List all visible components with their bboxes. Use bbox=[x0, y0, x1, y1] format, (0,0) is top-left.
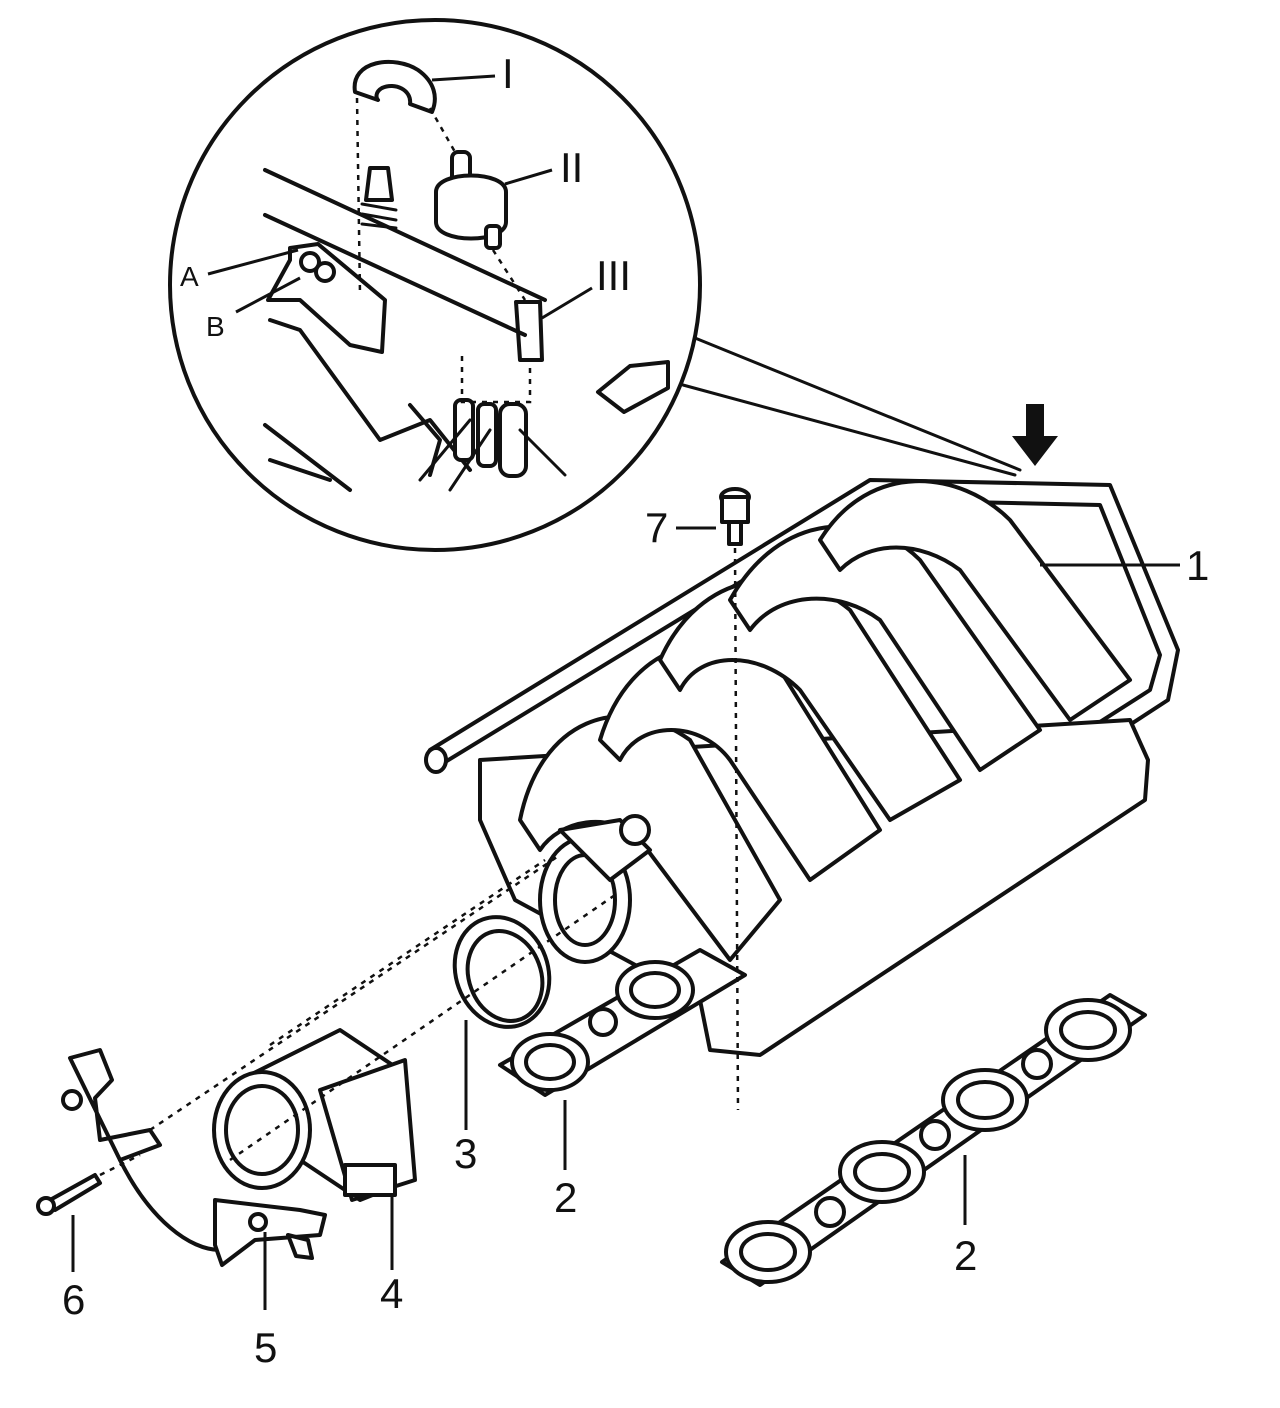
label-III: III bbox=[596, 252, 631, 299]
label-part-2-lower: 2 bbox=[954, 1232, 977, 1279]
valve-part-II bbox=[434, 150, 508, 250]
label-part-7: 7 bbox=[645, 504, 668, 551]
direction-arrow-icon bbox=[596, 360, 670, 414]
bolt-part-7 bbox=[719, 487, 751, 546]
detail-circle bbox=[168, 18, 702, 552]
label-part-1: 1 bbox=[1186, 542, 1209, 589]
hose-part-I bbox=[352, 59, 437, 114]
label-B: B bbox=[206, 311, 225, 342]
label-II: II bbox=[560, 144, 583, 191]
gasket-upper-part-2 bbox=[498, 948, 747, 1097]
detail-view: I II III A B bbox=[168, 18, 1022, 552]
down-arrow-icon bbox=[1012, 404, 1058, 466]
label-part-4: 4 bbox=[380, 1270, 403, 1317]
bolt-part-6 bbox=[36, 1173, 102, 1216]
label-I: I bbox=[502, 50, 514, 97]
label-part-3: 3 bbox=[454, 1130, 477, 1177]
throttle-body-part-4 bbox=[212, 1028, 417, 1202]
label-part-5: 5 bbox=[254, 1324, 277, 1371]
label-part-6: 6 bbox=[62, 1276, 85, 1323]
label-part-2-upper: 2 bbox=[554, 1174, 577, 1221]
bracket-part-5 bbox=[61, 1048, 327, 1267]
connector-part-III bbox=[514, 300, 544, 362]
label-A: A bbox=[180, 261, 199, 292]
gasket-lower-part-2 bbox=[720, 993, 1147, 1287]
